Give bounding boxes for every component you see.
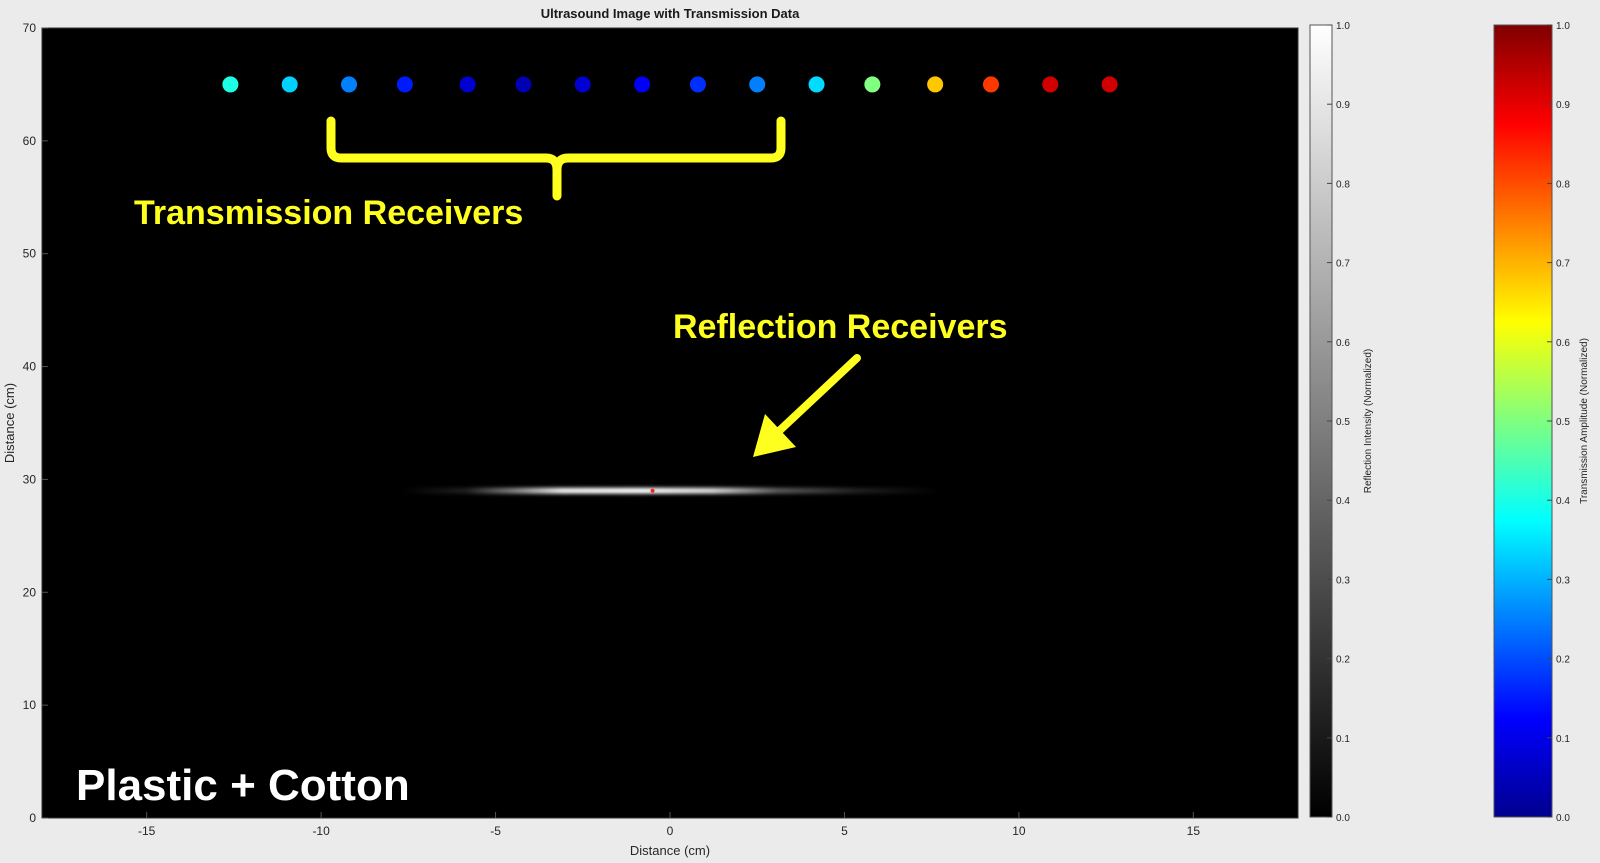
colorbar-tick-label: 0.8 [1556,179,1570,190]
y-tick-label: 0 [29,811,36,825]
reflection-arrow-head [753,414,796,457]
colorbar-tick-label: 0.5 [1556,417,1570,428]
colorbar-tick-label: 0.1 [1556,734,1570,745]
reflection-band [401,487,939,494]
transmission-receiver-dot [982,76,999,93]
transmission-receiver-dot [459,76,476,93]
transmission-receiver-dot [281,76,298,93]
transmission-receiver-dot [515,76,532,93]
colorbar-tick-label: 1.0 [1336,21,1350,32]
x-axis-label: Distance (cm) [630,843,710,858]
colorbar-tick-label: 0.7 [1556,259,1570,270]
y-axis: 0 10 20 30 40 50 60 70 [23,21,48,825]
y-tick-label: 30 [23,472,37,486]
sample-label: Plastic + Cotton [76,761,410,810]
transmission-receivers-label: Transmission Receivers [134,194,523,232]
transmission-colorbar [1493,24,1553,818]
x-tick-label: 0 [667,824,674,838]
x-tick-label: 5 [841,824,848,838]
y-tick-label: 70 [23,21,37,35]
transmission-brace [326,116,786,201]
x-tick-label: -5 [490,824,501,838]
transmission-colorbar-ticks: 0.0 0.1 0.2 0.3 0.4 0.5 0.6 0.7 0.8 0.9 1.0 [1547,21,1570,824]
reflection-colorbar-ticks: 0.0 0.1 0.2 0.3 0.4 0.5 0.6 0.7 0.8 0.9 1.0 [1327,21,1350,824]
y-tick-label: 50 [23,247,37,261]
reflection-colorbar-label: Reflection Intensity (Normalized) [1363,349,1374,494]
colorbar-tick-label: 0.4 [1336,496,1350,507]
colorbar-tick-label: 0.5 [1336,417,1350,428]
colorbar-tick-label: 0.9 [1556,100,1570,111]
x-tick-label: 10 [1012,824,1026,838]
transmission-colorbar-label: Transmission Amplitude (Normalized) [1579,338,1590,504]
transmission-receiver-dot [689,76,706,93]
transmission-receiver-dot [396,76,413,93]
x-axis: -15 -10 -5 0 5 10 15 [138,812,1200,838]
transmission-receiver-dot [1042,76,1059,93]
transmission-receiver-dot [574,76,591,93]
y-axis-label: Distance (cm) [2,383,17,463]
transmission-receiver-dot [341,76,358,93]
y-tick-label: 20 [23,585,37,599]
transmission-receiver-dot [222,76,239,93]
colorbar-tick-label: 0.6 [1336,338,1350,349]
transmission-receiver-dot [749,76,766,93]
colorbar-tick-label: 0.9 [1336,100,1350,111]
colorbar-tick-label: 0.1 [1336,734,1350,745]
x-tick-label: 15 [1187,824,1201,838]
colorbar-tick-label: 0.0 [1556,813,1570,824]
reflection-arrow-shaft [774,354,861,436]
colorbar-tick-label: 0.3 [1556,575,1570,586]
colorbar-tick-label: 0.4 [1556,496,1570,507]
transmission-receiver-dot [634,76,651,93]
y-tick-label: 40 [23,360,37,374]
x-tick-label: -10 [312,824,330,838]
transmission-receiver-dot [864,76,881,93]
reflection-receivers-label: Reflection Receivers [673,308,1008,346]
colorbar-tick-label: 0.3 [1336,575,1350,586]
x-tick-label: -15 [138,824,156,838]
y-tick-label: 60 [23,134,37,148]
colorbar-tick-label: 0.0 [1336,813,1350,824]
reflection-peak-marker [650,488,655,493]
colorbar-tick-label: 1.0 [1556,21,1570,32]
colorbar-tick-label: 0.8 [1336,179,1350,190]
colorbar-tick-label: 0.7 [1336,259,1350,270]
transmission-receiver-dot [927,76,944,93]
colorbar-tick-label: 0.2 [1336,655,1350,666]
plot-area [41,27,1299,819]
y-tick-label: 10 [23,698,37,712]
chart-title: Ultrasound Image with Transmission Data [541,6,800,21]
transmission-receivers [222,76,1118,93]
transmission-receiver-dot [1101,76,1118,93]
transmission-receiver-dot [808,76,825,93]
colorbar-tick-label: 0.6 [1556,338,1570,349]
colorbar-tick-label: 0.2 [1556,655,1570,666]
